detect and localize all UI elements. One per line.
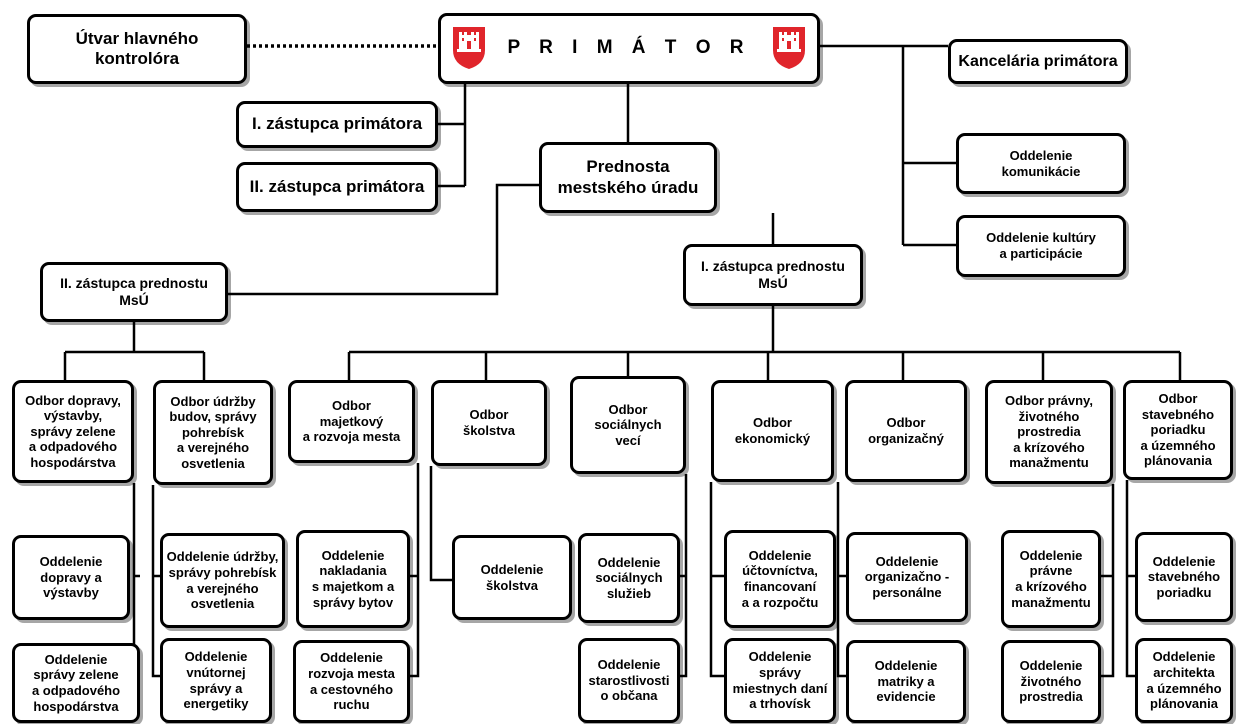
oddelenie-label: Oddelenie architekta a územného plánovan… bbox=[1146, 649, 1222, 712]
odbor-skolstva-box: Odbor školstva bbox=[431, 380, 547, 466]
oddelenie-komunikacie-box: Oddelenie komunikácie bbox=[956, 133, 1126, 194]
primator-title: P R I M Á T O R bbox=[507, 37, 751, 59]
odbor-udrzby-box: Odbor údržby budov, správy pohrebísk a v… bbox=[153, 380, 273, 485]
oddelenie-label: Oddelenie organizačno - personálne bbox=[864, 553, 950, 600]
zastupca-primatora-2-box: II. zástupca primátora bbox=[236, 162, 438, 212]
kancelaria-primatora-box: Kancelária primátora bbox=[948, 39, 1128, 84]
zastupca-primatora-1-label: I. zástupca primátora bbox=[251, 114, 423, 134]
oddelenie-label: Oddelenie matriky a evidencie bbox=[874, 658, 938, 705]
odbor-label: Odbor organizačný bbox=[868, 415, 944, 446]
oddelenie-zivotneho-prostredia-box: Oddelenie životného prostredia bbox=[1001, 640, 1101, 723]
prednosta-box: Prednosta mestského úradu bbox=[539, 142, 717, 213]
odbor-label: Odbor stavebného poriadku a územného plá… bbox=[1140, 391, 1216, 469]
prednosta-label: Prednosta mestského úradu bbox=[557, 157, 699, 197]
oddelenie-matriky-box: Oddelenie matriky a evidencie bbox=[846, 640, 966, 723]
odbor-majetkovy-box: Odbor majetkový a rozvoja mesta bbox=[288, 380, 415, 463]
oddelenie-organizacno-personalne-box: Oddelenie organizačno - personálne bbox=[846, 532, 968, 622]
odbor-dopravy-box: Odbor dopravy, výstavby, správy zelene a… bbox=[12, 380, 134, 483]
odbor-ekonomicky-box: Odbor ekonomický bbox=[711, 380, 834, 482]
link-zast-prednostu-2 bbox=[228, 183, 539, 296]
odbor-organizacny-box: Odbor organizačný bbox=[845, 380, 967, 482]
odbor-label: Odbor údržby budov, správy pohrebísk a v… bbox=[169, 393, 257, 471]
oddelenie-spravy-zelene-box: Oddelenie správy zelene a odpadového hos… bbox=[12, 643, 140, 723]
oddelenie-label: Oddelenie účtovníctva, financovaní a a r… bbox=[741, 547, 819, 610]
zastupca-prednostu-2-label: II. zástupca prednostu MsÚ bbox=[60, 275, 208, 308]
oddelenie-label: Oddelenie právne a krízového manažmentu bbox=[1011, 547, 1091, 610]
oddelenie-starostlivosti-box: Oddelenie starostlivosti o občana bbox=[578, 638, 680, 723]
zastupca-prednostu-1-box: I. zástupca prednostu MsÚ bbox=[683, 244, 863, 306]
oddelenie-label: Oddelenie správy zelene a odpadového hos… bbox=[31, 651, 121, 714]
oddelenie-label: Oddelenie rozvoja mesta a cestovného ruc… bbox=[308, 650, 395, 713]
zastupca-prednostu-2-box: II. zástupca prednostu MsÚ bbox=[40, 262, 228, 322]
odbor-pravny-box: Odbor právny, životného prostredia a krí… bbox=[985, 380, 1113, 484]
oddelenie-label: Oddelenie starostlivosti o občana bbox=[588, 657, 670, 704]
zastupca-prednostu-1-label: I. zástupca prednostu MsÚ bbox=[701, 258, 845, 291]
oddelenie-udrzby-box: Oddelenie údržby, správy pohrebísk a ver… bbox=[160, 533, 285, 628]
odbor-label: Odbor právny, životného prostredia a krí… bbox=[1005, 393, 1093, 471]
oddelenie-miestnych-dani-box: Oddelenie správy miestnych daní a trhoví… bbox=[724, 638, 836, 723]
oddelenie-label: Oddelenie nakladania s majetkom a správy… bbox=[311, 547, 395, 610]
oddelenie-komunikacie-label: Oddelenie komunikácie bbox=[1001, 147, 1081, 179]
oddelenie-label: Oddelenie dopravy a výstavby bbox=[39, 554, 103, 601]
utvar-kontrolora-box: Útvar hlavného kontrolóra bbox=[27, 14, 247, 84]
oddelenie-label: Oddelenie stavebného poriadku bbox=[1147, 553, 1221, 600]
oddelenie-kultury-box: Oddelenie kultúry a participácie bbox=[956, 215, 1126, 277]
kancelaria-primatora-label: Kancelária primátora bbox=[958, 52, 1118, 70]
oddelenie-uctovnictva-box: Oddelenie účtovníctva, financovaní a a r… bbox=[724, 530, 836, 628]
odbor-label: Odbor sociálnych vecí bbox=[594, 401, 662, 448]
odbor-label: Odbor školstva bbox=[462, 407, 516, 438]
primator-box: P R I M Á T O R bbox=[438, 13, 820, 84]
odbor-label: Odbor ekonomický bbox=[734, 415, 811, 446]
odbor-stavebneho-poriadku-box: Odbor stavebného poriadku a územného plá… bbox=[1123, 380, 1233, 480]
oddelenie-label: Oddelenie údržby, správy pohrebísk a ver… bbox=[166, 549, 279, 612]
oddelenie-nakladania-box: Oddelenie nakladania s majetkom a správy… bbox=[296, 530, 410, 628]
oddelenie-label: Oddelenie školstva bbox=[480, 561, 544, 593]
odbor-socialnych-veci-box: Odbor sociálnych vecí bbox=[570, 376, 686, 474]
odbor-label: Odbor dopravy, výstavby, správy zelene a… bbox=[25, 392, 121, 470]
utvar-kontrolora-label: Útvar hlavného kontrolóra bbox=[75, 28, 199, 68]
zastupca-primatora-2-label: II. zástupca primátora bbox=[249, 176, 425, 196]
oddelenie-dopravy-box: Oddelenie dopravy a výstavby bbox=[12, 535, 130, 620]
oddelenie-label: Oddelenie životného prostredia bbox=[1019, 658, 1083, 705]
oddelenie-pravne-box: Oddelenie právne a krízového manažmentu bbox=[1001, 530, 1101, 628]
oddelenie-stavebneho-poriadku-box: Oddelenie stavebného poriadku bbox=[1135, 532, 1233, 622]
oddelenie-architekta-box: Oddelenie architekta a územného plánovan… bbox=[1135, 638, 1233, 723]
oddelenie-socialnych-sluzieb-box: Oddelenie sociálnych služieb bbox=[578, 533, 680, 623]
city-coat-of-arms-icon bbox=[773, 27, 805, 69]
city-coat-of-arms-icon bbox=[453, 27, 485, 69]
oddelenie-vnutornej-spravy-box: Oddelenie vnútornej správy a energetiky bbox=[160, 638, 272, 723]
oddelenie-kultury-label: Oddelenie kultúry a participácie bbox=[986, 230, 1096, 261]
oddelenie-label: Oddelenie správy miestnych daní a trhoví… bbox=[732, 649, 828, 712]
oddelenie-rozvoja-mesta-box: Oddelenie rozvoja mesta a cestovného ruc… bbox=[293, 640, 410, 723]
oddelenie-skolstva-box: Oddelenie školstva bbox=[452, 535, 572, 620]
odbor-label: Odbor majetkový a rozvoja mesta bbox=[302, 398, 401, 445]
oddelenie-label: Oddelenie sociálnych služieb bbox=[595, 554, 663, 601]
zastupca-primatora-1-box: I. zástupca primátora bbox=[236, 101, 438, 148]
oddelenie-label: Oddelenie vnútornej správy a energetiky bbox=[183, 649, 249, 712]
